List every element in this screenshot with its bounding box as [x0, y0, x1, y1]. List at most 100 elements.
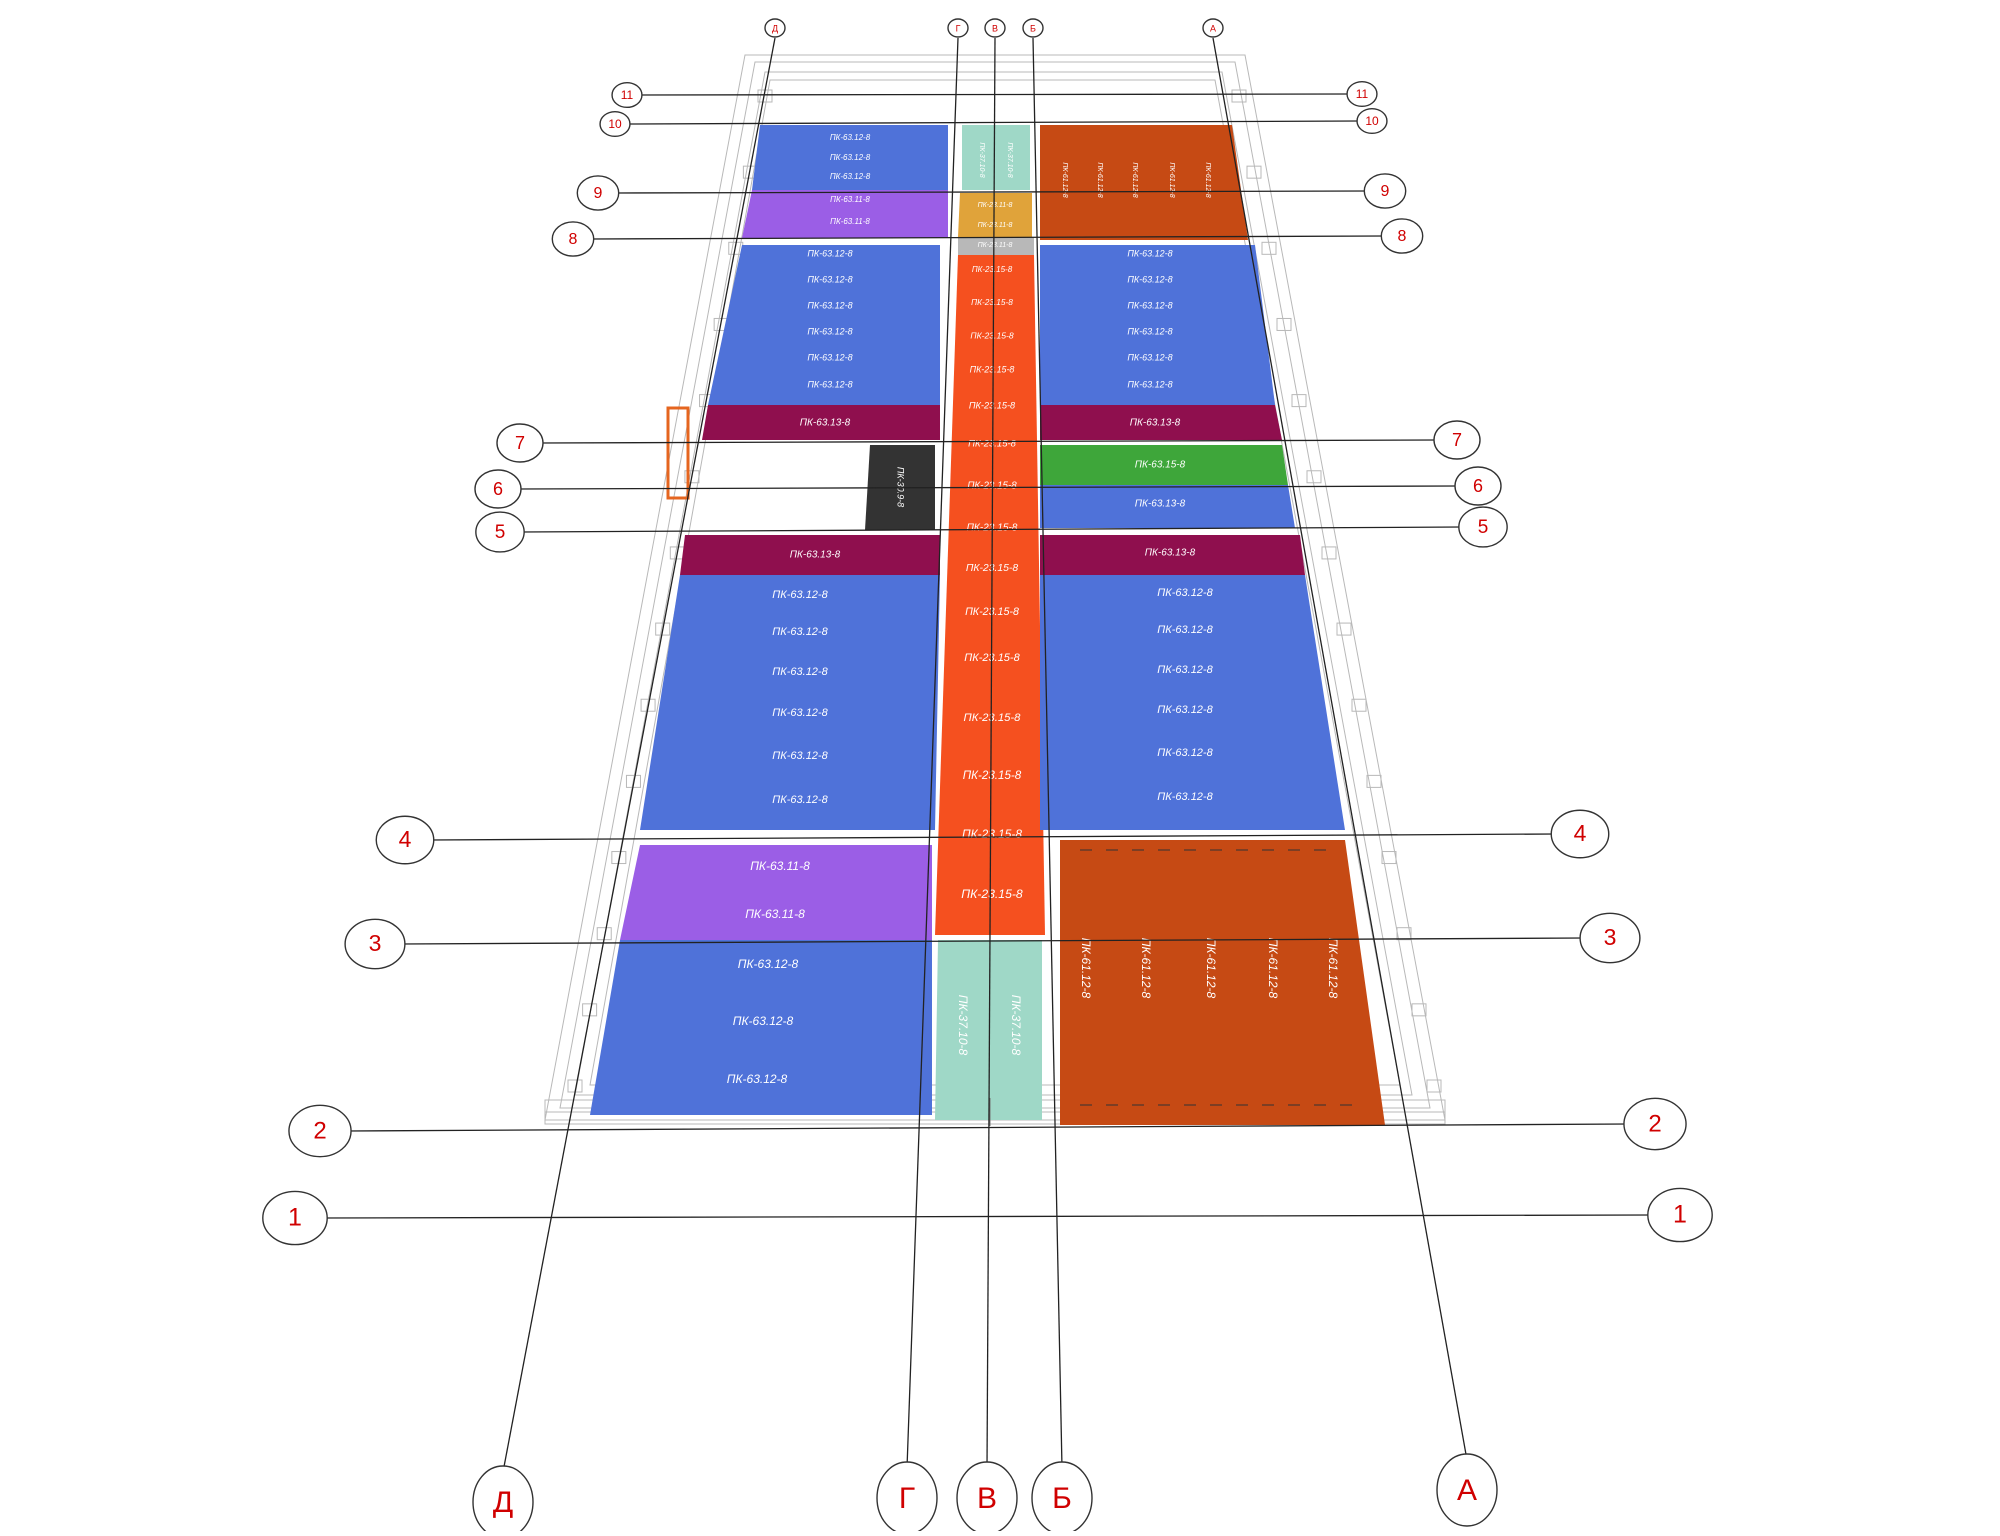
slab-label: ПК-63.12-8 — [1127, 274, 1172, 284]
slab-label: ПК-63.12-8 — [1157, 791, 1213, 803]
slab-label: ПК-63.12-8 — [1127, 326, 1172, 336]
slab-label: ПК-61.12-8 — [1096, 162, 1103, 197]
slab-label: ПК-63.13-8 — [1145, 548, 1196, 559]
axis-bubble-row-4-right — [1550, 809, 1610, 859]
slab-center-grey — [958, 237, 1034, 255]
slab-label: ПК-63.12-8 — [1127, 379, 1172, 389]
slab-label: ПК-23.11-8 — [978, 202, 1013, 209]
axis-bubble-row-5-left — [475, 511, 525, 553]
axis-label-col-Б-top: Б — [1030, 23, 1036, 33]
axis-bubble-row-1-left — [262, 1190, 328, 1246]
slab-label: ПК-63.11-8 — [830, 217, 870, 226]
slab-label: ПК-63.12-8 — [807, 379, 852, 389]
slab-label: ПК-63.12-8 — [807, 248, 852, 258]
axis-label-row-11-left: 11 — [621, 88, 634, 102]
slab-label: ПК-23.11-8 — [978, 222, 1013, 229]
slab-label: ПК-63.12-8 — [772, 589, 828, 601]
axis-bubble-row-2-left — [288, 1104, 352, 1158]
axis-bubble-col-А-top — [1202, 18, 1224, 38]
axis-label-row-3-left: 3 — [369, 930, 382, 956]
axis-bubble-row-7-right — [1433, 420, 1481, 460]
slab-center-orange-red — [935, 255, 1045, 935]
slab-label: ПК-63.12-8 — [807, 352, 852, 362]
axis-label-row-5-left: 5 — [495, 522, 506, 543]
axis-label-row-4-left: 4 — [399, 826, 412, 852]
slab-label: ПК-23.15-8 — [970, 330, 1014, 340]
slab-label: ПК-61.12-8 — [1061, 162, 1068, 197]
slab-right-mid-blue — [1040, 245, 1275, 405]
slab-label: ПК-37.10-8 — [978, 142, 985, 177]
axis-label-row-7-left: 7 — [515, 433, 525, 453]
slab-label: ПК-63.13-8 — [1130, 418, 1181, 429]
slab-label: ПК-63.13-8 — [790, 550, 841, 561]
axis-bubble-col-А-bottom — [1436, 1453, 1498, 1527]
axis-label-col-А-top: А — [1210, 23, 1216, 33]
slab-label: ПК-63.12-8 — [1157, 587, 1213, 599]
slab-right-green — [1040, 445, 1288, 485]
slab-label: ПК-23.11-8 — [978, 242, 1013, 249]
axis-label-col-Д-bottom: Д — [493, 1486, 513, 1519]
slab-label: ПК-23.15-8 — [962, 827, 1022, 841]
axis-label-row-3-right: 3 — [1604, 924, 1617, 950]
slab-label: ПК-61.12-8 — [1204, 162, 1211, 197]
slab-center-amber — [958, 193, 1032, 237]
slab-label: ПК-63.12-8 — [1127, 300, 1172, 310]
axis-label-row-2-left: 2 — [313, 1117, 326, 1144]
axis-label-col-В-bottom: В — [977, 1482, 997, 1515]
slab-label: ПК-63.15-8 — [1135, 460, 1186, 471]
stair-opening — [666, 406, 690, 500]
slab-label: ПК-37.10-8 — [956, 995, 970, 1056]
slab-label: ПК-61.12-8 — [1079, 938, 1093, 999]
axis-bubble-row-4-left — [375, 815, 435, 865]
slab-left-lower-maroon — [680, 535, 940, 575]
slab-label: ПК-63.12-8 — [772, 794, 828, 806]
slab-label: ПК-63.12-8 — [1157, 704, 1213, 716]
slab-left-lower-blue — [640, 575, 940, 830]
slab-label: ПК-63.11-8 — [745, 907, 805, 921]
slab-label: ПК-63.11-8 — [750, 859, 810, 873]
slab-center-top-mint — [962, 125, 1030, 190]
slab-label: ПК-63.12-8 — [772, 626, 828, 638]
axis-label-row-1-left: 1 — [288, 1204, 302, 1232]
slab-label: ПК-23.15-8 — [972, 265, 1013, 274]
axis-bubble-row-8-left — [551, 221, 595, 257]
slab-label: ПК-63.12-8 — [772, 666, 828, 678]
axis-label-col-Г-bottom: Г — [899, 1482, 915, 1515]
slab-label: ПК-63.12-8 — [733, 1014, 794, 1028]
slab-label: ПК-63.11-8 — [830, 195, 870, 204]
slab-label: ПК-63.12-8 — [727, 1072, 788, 1086]
axis-label-row-6-right: 6 — [1473, 476, 1483, 496]
slab-label: ПК-63.12-8 — [1127, 248, 1172, 258]
slab-label: ПК-63.12-8 — [1127, 352, 1172, 362]
axis-bubble-col-Д-top — [764, 18, 786, 38]
axis-label-row-7-right: 7 — [1452, 430, 1462, 450]
slab-label: ПК-63.12-8 — [807, 274, 852, 284]
axis-label-row-4-right: 4 — [1574, 820, 1587, 846]
slab-label: ПК-63.12-8 — [738, 957, 799, 971]
slab-label: ПК-30.9-8 — [896, 467, 906, 507]
slab-label: ПК-63.12-8 — [807, 326, 852, 336]
slab-label: ПК-23.15-8 — [971, 297, 1013, 307]
slab-label: ПК-23.15-8 — [964, 652, 1020, 664]
axis-label-row-11-right: 11 — [1356, 87, 1369, 101]
slab-right-blue-small — [1040, 485, 1295, 528]
axis-bubble-row-2-right — [1623, 1097, 1687, 1151]
axis-bubble-col-Д-bottom — [472, 1465, 534, 1536]
slab-label: ПК-61.12-8 — [1139, 938, 1153, 999]
axis-label-col-Б-bottom: Б — [1052, 1482, 1072, 1515]
axis-bubble-row-3-right — [1579, 912, 1641, 964]
axis-label-row-2-right: 2 — [1648, 1110, 1661, 1137]
axis-label-col-Д-top: Д — [772, 23, 778, 33]
axis-label-row-1-right: 1 — [1673, 1201, 1687, 1229]
slab-label: ПК-61.12-8 — [1266, 938, 1280, 999]
slab-label: ПК-61.12-8 — [1204, 938, 1218, 999]
axis-label-col-В-top: В — [992, 23, 998, 33]
slab-label: ПК-37.10-8 — [1006, 142, 1013, 177]
axis-label-row-6-left: 6 — [493, 479, 503, 499]
slab-label: ПК-61.12-8 — [1326, 938, 1340, 999]
axis-bubble-row-10-right — [1356, 107, 1388, 135]
slab-label: ПК-63.13-8 — [1135, 499, 1186, 510]
slab-label: ПК-23.15-8 — [964, 712, 1022, 724]
